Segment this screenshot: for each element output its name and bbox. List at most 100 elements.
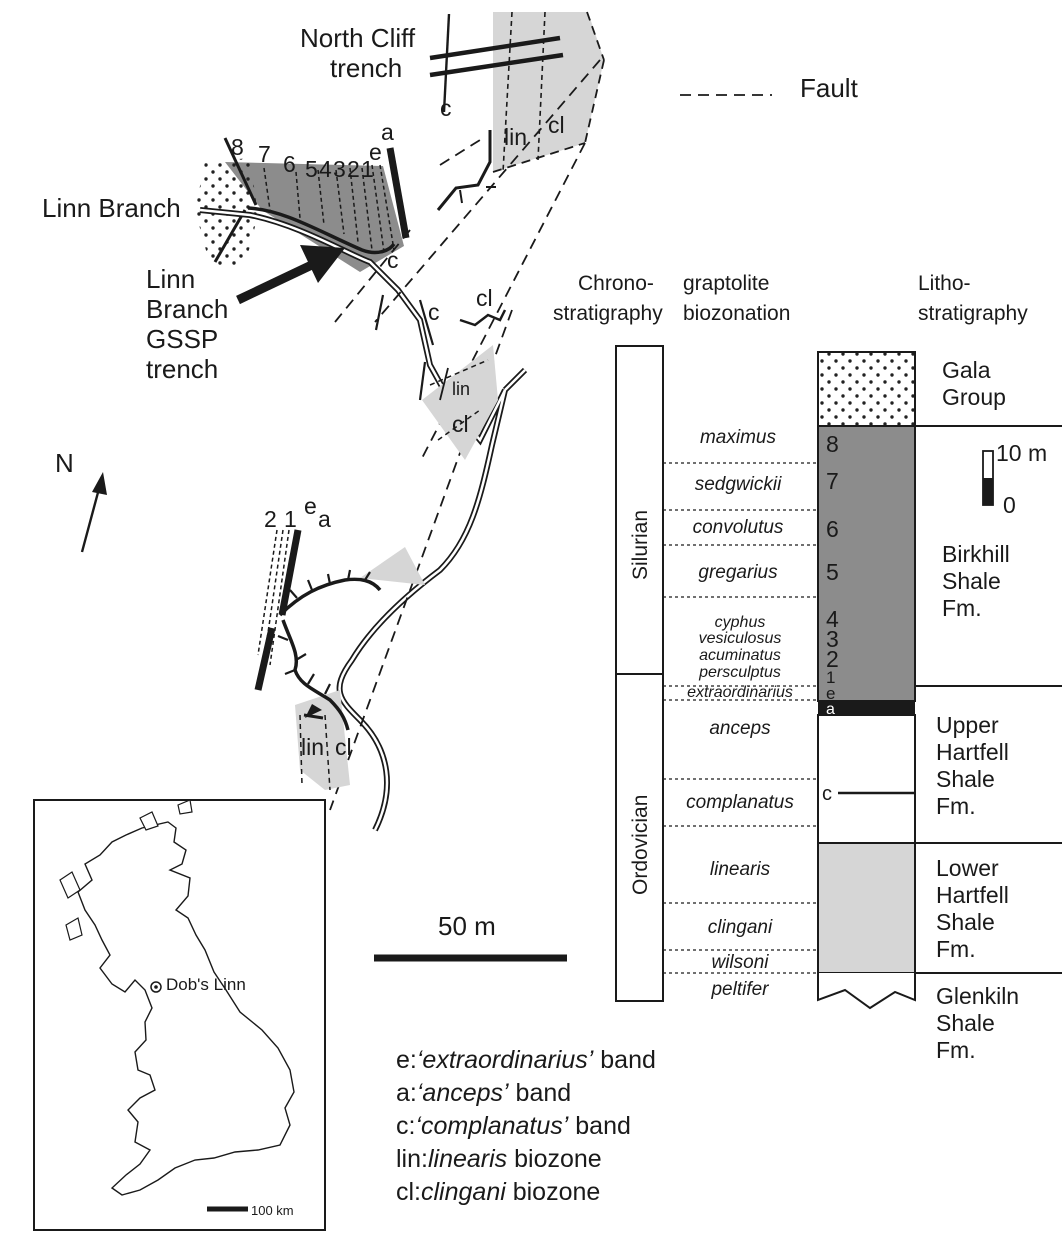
- zone-wilsoni: wilsoni: [711, 952, 769, 973]
- south-bed-e-label: e: [304, 493, 317, 519]
- gssp-label-3: GSSP: [146, 324, 218, 354]
- upper-hartfell-line-3: Shale: [936, 766, 995, 792]
- chrono-header-1: Chrono-: [578, 272, 654, 295]
- north-cliff-label-1: North Cliff: [300, 23, 416, 53]
- linn-branch-label: Linn Branch: [42, 193, 181, 223]
- bed-7-label: 7: [258, 141, 271, 167]
- glenkiln-line-3: Fm.: [936, 1037, 976, 1063]
- fault-lines: [329, 59, 772, 811]
- north-lin-label: lin: [504, 124, 527, 150]
- bed-a-label: a: [381, 119, 394, 145]
- column-bed-1: 1: [826, 668, 835, 687]
- key-row-cl: cl:clingani biozone: [396, 1178, 600, 1206]
- birkhill-line-3: Fm.: [942, 595, 982, 621]
- grapto-header-2: biozonation: [683, 302, 790, 325]
- column-bed-3: 3: [826, 626, 839, 652]
- bed-4-label: 4: [319, 156, 332, 182]
- gssp-label-2: Branch: [146, 294, 228, 324]
- zone-linearis: linearis: [710, 859, 771, 880]
- column-bed-4: 4: [826, 606, 839, 632]
- uk-inset-map: Dob's Linn 100 km: [33, 799, 326, 1231]
- zone-gregarius: gregarius: [698, 562, 778, 583]
- north-c-label: c: [440, 95, 452, 121]
- bed-8-label: 8: [231, 134, 244, 160]
- great-britain-outline: [77, 821, 295, 1196]
- chrono-header-2: stratigraphy: [553, 302, 663, 325]
- zone-vesiculosus: vesiculosus: [699, 630, 782, 647]
- mid-cl-label-small: cl: [476, 285, 493, 311]
- south-cl-label: cl: [335, 734, 352, 760]
- linn-c-label-2: c: [428, 299, 440, 325]
- litho-header-2: stratigraphy: [918, 302, 1028, 325]
- glenkiln-line-1: Glenkiln: [936, 983, 1019, 1009]
- mid-outcrop: [422, 345, 498, 460]
- upper-hartfell-line-1: Upper: [936, 712, 999, 738]
- zone-maximus: maximus: [700, 427, 777, 448]
- inset-scale-label: 100 km: [251, 1203, 294, 1218]
- south-bed-2-label: 2: [264, 506, 277, 532]
- bed-2-label: 2: [347, 156, 360, 182]
- abbreviation-key: e:‘extraordinarius’ band a:‘anceps’ band…: [396, 1046, 656, 1206]
- lower-hartfell-line-1: Lower: [936, 855, 999, 881]
- linn-c-label-1: c: [387, 247, 399, 273]
- bed-6-label: 6: [283, 151, 296, 177]
- dobs-linn-label: Dob's Linn: [166, 975, 246, 994]
- zone-anceps: anceps: [709, 718, 771, 739]
- zone-clingani: clingani: [708, 917, 773, 938]
- thickness-scale: 10 m 0: [982, 440, 1047, 518]
- south-outcrop-upper: [360, 547, 425, 585]
- site-map: North Cliff trench Fault Linn Branch Lin…: [42, 11, 859, 962]
- bed-3-label: 3: [333, 156, 346, 182]
- north-arrow-icon: [80, 472, 107, 553]
- key-row-e: e:‘extraordinarius’ band: [396, 1046, 656, 1074]
- litho-header-1: Litho-: [918, 272, 971, 295]
- fault-label: Fault: [800, 73, 859, 103]
- silurian-label: Silurian: [629, 510, 652, 580]
- birkhill-outcrop-linn-branch: [225, 162, 404, 272]
- key-row-lin: lin:linearis biozone: [396, 1145, 602, 1173]
- zone-persculptus: persculptus: [698, 664, 781, 681]
- north-label: N: [55, 448, 74, 478]
- bed-5-label: 5: [305, 156, 318, 182]
- north-cl-label: cl: [548, 112, 565, 138]
- scale-label: 50 m: [438, 911, 496, 941]
- thickness-scale-bottom: 0: [1003, 492, 1016, 518]
- column-bed-2: 2: [826, 646, 839, 672]
- bed-e-label: e: [369, 139, 382, 165]
- column-bed-c: c: [822, 783, 832, 805]
- mid-lin-label: lin: [452, 379, 470, 399]
- upper-hartfell-line-2: Hartfell: [936, 739, 1009, 765]
- key-row-c: c:‘complanatus’ band: [396, 1112, 631, 1140]
- column-bed-7: 7: [826, 468, 839, 494]
- thickness-scale-top: 10 m: [996, 440, 1047, 466]
- lower-hartfell-line-4: Fm.: [936, 936, 976, 962]
- south-bed-1-label: 1: [284, 506, 297, 532]
- gala-line-1: Gala: [942, 357, 991, 383]
- bed-1-label: 1: [361, 156, 374, 182]
- upper-hartfell-line-4: Fm.: [936, 793, 976, 819]
- column-bed-a: a: [826, 701, 835, 718]
- zone-cyphus: cyphus: [715, 614, 766, 631]
- north-cliff-label-2: trench: [330, 53, 402, 83]
- gssp-label-4: trench: [146, 354, 218, 384]
- gala-line-2: Group: [942, 384, 1006, 410]
- glenkiln-line-2: Shale: [936, 1010, 995, 1036]
- gssp-label-1: Linn: [146, 264, 195, 294]
- zone-extraordinarius: extraordinarius: [687, 684, 793, 701]
- key-row-a: a:‘anceps’ band: [396, 1079, 571, 1107]
- zone-convolutus: convolutus: [693, 517, 784, 538]
- zone-acuminatus: acuminatus: [699, 647, 781, 664]
- lower-hartfell-line-2: Hartfell: [936, 882, 1009, 908]
- zone-complanatus: complanatus: [686, 792, 794, 813]
- south-lin-label: lin: [301, 734, 324, 760]
- lower-hartfell-line-3: Shale: [936, 909, 995, 935]
- mid-cl-label: cl: [452, 411, 469, 437]
- gssp-arrow: [236, 245, 345, 305]
- column-bed-5: 5: [826, 559, 839, 585]
- stratigraphic-column: Chrono- stratigraphy graptolite biozonat…: [553, 272, 1062, 1063]
- column-bed-6: 6: [826, 516, 839, 542]
- birkhill-line-1: Birkhill: [942, 541, 1010, 567]
- grapto-header-1: graptolite: [683, 272, 769, 295]
